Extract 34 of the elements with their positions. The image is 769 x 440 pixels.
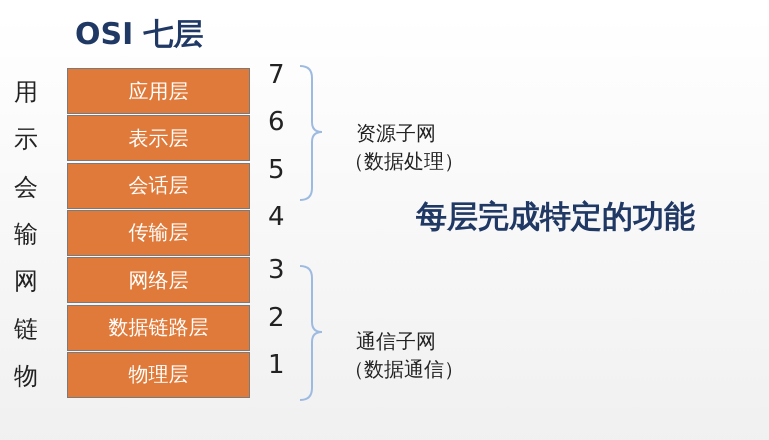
title: OSI 七层 — [75, 16, 204, 54]
group-name: 资源子网 — [356, 120, 436, 147]
group-function: （数据处理） — [344, 148, 464, 175]
layer-abbreviation: 示 — [14, 124, 38, 156]
layer-box — [67, 352, 250, 398]
slogan: 每层完成特定的功能 — [416, 198, 695, 237]
layer-abbreviation: 物 — [14, 360, 38, 392]
layer-abbreviation: 输 — [14, 218, 38, 250]
layer-name: 会话层 — [128, 172, 188, 200]
layer-box — [67, 68, 250, 114]
layer-box — [67, 257, 250, 304]
layer-name: 表示层 — [128, 124, 188, 152]
layer-abbreviation: 链 — [14, 314, 38, 344]
layer-name: 传输层 — [128, 219, 188, 246]
layer-box — [67, 304, 250, 350]
layer-number: 3 — [268, 255, 285, 286]
layer-number: 6 — [268, 107, 285, 138]
layer-abbreviation: 会 — [14, 172, 38, 203]
layer-abbreviation: 用 — [14, 77, 38, 108]
layer-abbreviation: 网 — [14, 266, 38, 298]
group-name: 通信子网 — [356, 328, 436, 355]
layer-name: 应用层 — [128, 78, 188, 104]
layer-name: 数据链路层 — [108, 314, 208, 341]
layer-number: 4 — [268, 202, 285, 232]
layer-box — [67, 115, 250, 162]
layer-name: 网络层 — [128, 266, 188, 294]
layer-box — [67, 210, 250, 256]
layer-number: 7 — [268, 60, 285, 90]
layer-name: 物理层 — [128, 361, 188, 388]
layer-box — [67, 162, 250, 209]
layer-number: 2 — [268, 302, 285, 332]
layer-number: 1 — [268, 350, 285, 380]
layer-number: 5 — [268, 154, 285, 185]
group-function: （数据通信） — [344, 356, 464, 383]
